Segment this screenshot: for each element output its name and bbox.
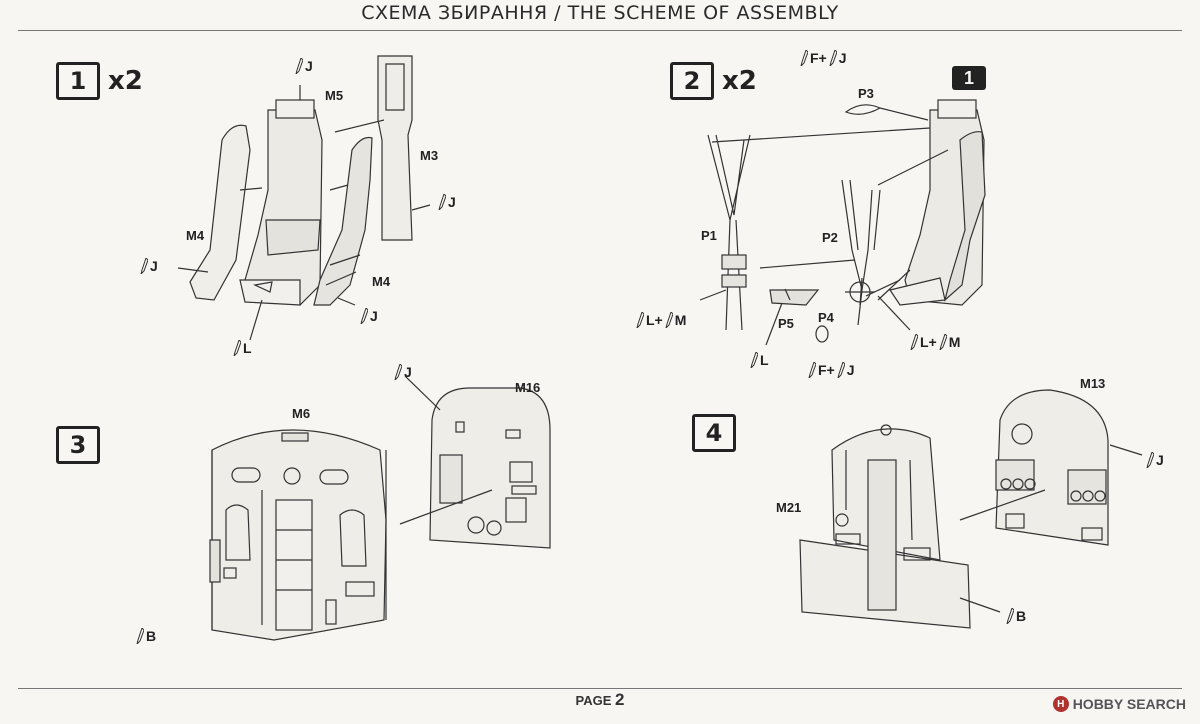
glue-tube-icon — [394, 364, 402, 380]
glue-tube-icon — [829, 50, 837, 66]
step-3: 3 — [56, 426, 100, 464]
glue-tube-icon — [808, 362, 816, 378]
glue-tube-icon — [438, 194, 446, 210]
glue-tube-icon — [1146, 452, 1154, 468]
glue-tube-icon — [939, 334, 947, 350]
glue-tube-icon — [295, 58, 303, 74]
bottom-divider — [18, 688, 1182, 689]
glue-tube-icon — [665, 312, 673, 328]
glue-code: J — [305, 58, 313, 74]
glue-callout-6: F+ J — [800, 50, 847, 66]
step-4-number: 4 — [692, 414, 736, 452]
step-1-multiplier: x2 — [108, 66, 143, 96]
part-label-m6: M6 — [292, 406, 311, 421]
page-label: PAGE — [575, 693, 612, 708]
glue-callout-7: L+ M — [636, 312, 686, 328]
glue-code: F+ — [810, 50, 827, 66]
part-label-p1: P1 — [701, 228, 717, 243]
glue-callout-2: J — [438, 194, 456, 210]
glue-code: B — [146, 628, 157, 644]
part-label-p4: P4 — [818, 310, 834, 325]
glue-callout-8: L — [750, 352, 769, 368]
glue-tube-icon — [360, 308, 368, 324]
glue-callout-10: L+ M — [910, 334, 960, 350]
step-1: 1 x2 — [56, 62, 143, 100]
step-2-number: 2 — [670, 62, 714, 100]
glue-callout-3: J — [140, 258, 158, 274]
glue-tube-icon — [800, 50, 808, 66]
part-label-m4-left: M4 — [186, 228, 205, 243]
panel-step3-drawing — [209, 375, 551, 641]
seat-step2-drawing — [699, 99, 986, 346]
seat-step1-drawing — [177, 55, 431, 341]
top-divider — [18, 30, 1182, 31]
part-label-m4-right: M4 — [372, 274, 391, 289]
glue-tube-icon — [136, 628, 144, 644]
glue-code: J — [404, 364, 412, 380]
glue-code: B — [1016, 608, 1027, 624]
glue-callout-14: B — [1006, 608, 1026, 624]
glue-code: J — [1156, 452, 1164, 468]
watermark-brand: H HOBBY SEARCH — [1052, 696, 1186, 712]
part-label-m21: M21 — [776, 500, 802, 515]
page-title: СХЕМА ЗБИРАННЯ / THE SCHEME OF ASSEMBLY — [361, 2, 839, 24]
glue-callout-13: J — [1146, 452, 1164, 468]
step-3-number: 3 — [56, 426, 100, 464]
step-2: 2 x2 — [670, 62, 757, 100]
glue-code: J — [838, 50, 847, 66]
glue-code: L — [760, 352, 769, 368]
part-label-m5: M5 — [325, 88, 344, 103]
glue-tube-icon — [1006, 608, 1014, 624]
glue-code: J — [846, 362, 855, 378]
glue-code: L+ — [920, 334, 937, 350]
glue-code: M — [948, 334, 961, 350]
glue-code: F+ — [818, 362, 835, 378]
glue-callout-1: J — [295, 58, 313, 74]
glue-callout-12: B — [136, 628, 156, 644]
glue-code: J — [150, 258, 158, 274]
step-1-number: 1 — [56, 62, 100, 100]
glue-callout-5: L — [233, 340, 252, 356]
part-label-m3: M3 — [420, 148, 439, 163]
step-2-multiplier: x2 — [722, 66, 757, 96]
glue-code: J — [448, 194, 456, 210]
brand-logo-icon: H — [1052, 696, 1069, 712]
glue-code: M — [674, 312, 687, 328]
glue-callout-11: J — [394, 364, 412, 380]
part-label-m13: M13 — [1080, 376, 1106, 391]
glue-code: L+ — [646, 312, 663, 328]
step-4: 4 — [692, 414, 736, 452]
brand-name: HOBBY SEARCH — [1072, 696, 1186, 712]
glue-tube-icon — [233, 340, 241, 356]
glue-code: J — [370, 308, 378, 324]
glue-tube-icon — [140, 258, 148, 274]
glue-tube-icon — [910, 334, 918, 350]
panel-step4-drawing — [799, 389, 1143, 629]
page-footer: PAGE 2 — [0, 690, 1200, 710]
part-label-p3: P3 — [858, 86, 874, 101]
page-number: 2 — [615, 690, 625, 709]
part-label-p5: P5 — [778, 316, 794, 331]
reference-step-badge: 1 — [952, 66, 986, 90]
glue-tube-icon — [837, 362, 845, 378]
glue-tube-icon — [750, 352, 758, 368]
part-label-p2: P2 — [822, 230, 838, 245]
glue-callout-4: J — [360, 308, 378, 324]
glue-code: L — [243, 340, 252, 356]
glue-tube-icon — [636, 312, 644, 328]
glue-callout-9: F+ J — [808, 362, 855, 378]
part-label-m16: M16 — [515, 380, 541, 395]
